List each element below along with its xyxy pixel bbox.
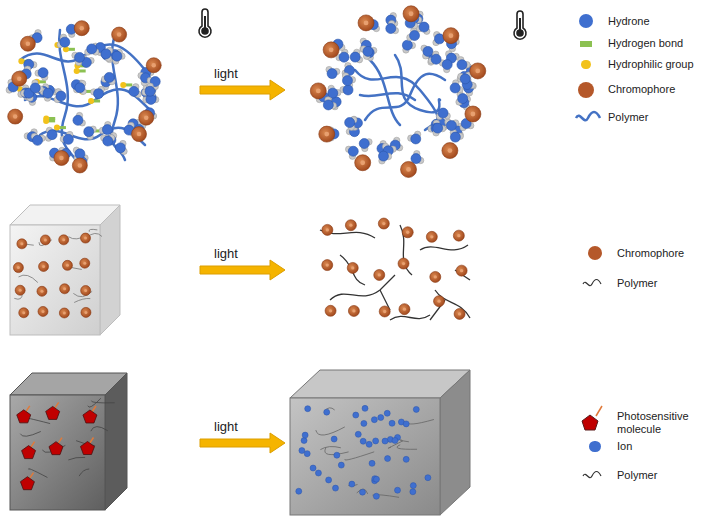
legend-text: Polymer [608,111,648,124]
legend-item: Polymer [583,468,657,484]
gel-cube [10,373,127,510]
polymer-chains [20,30,445,165]
legend-swatch [578,82,594,98]
light-arrow [200,260,285,280]
legend-item: Photosensitive molecule [583,410,702,436]
legend-swatch [580,41,592,47]
thermometer-icon [199,9,211,37]
legend-item: Hydrogen bond [574,37,683,50]
legend-text: Hydrogen bond [608,37,683,50]
network [13,229,102,318]
legend-item: Ion [583,440,632,453]
gel-cube [290,370,470,515]
legend-item: Polymer [583,276,657,292]
legend-text: Chromophore [608,83,675,96]
legend-text: Photosensitive molecule [617,410,702,436]
thermometer-icon [514,11,526,39]
legend-item: Polymer [574,110,648,126]
light-label: light [214,66,238,81]
legend-text: Ion [617,440,632,453]
legend-text: Chromophore [617,247,684,260]
legend-swatch [581,60,591,70]
gel-cube [10,205,120,335]
legend-swatch [588,246,602,260]
legend-item: Chromophore [583,246,684,260]
chromophores [322,218,467,319]
polymer-fragments [320,225,470,320]
molecules [6,6,486,178]
light-arrow [200,433,285,453]
legend-swatch [589,441,600,452]
legend-text: Hydrophilic group [608,58,694,71]
legend-item: Hydrone [574,14,650,28]
legend-item: Hydrophilic group [574,58,694,71]
legend-swatch [583,276,607,292]
legend-item: Chromophore [574,82,675,98]
legend-samples [576,112,602,478]
network [17,398,115,489]
legend-swatch [579,14,593,28]
legend-text: Hydrone [608,15,650,28]
light-label: light [214,419,238,434]
legend-text: Polymer [617,277,657,290]
ions [296,405,434,499]
light-arrow [200,80,285,100]
legend-swatch [583,415,607,431]
legend-swatch [574,110,598,126]
legend-swatch [583,468,607,484]
light-label: light [214,246,238,261]
legend-text: Polymer [617,469,657,482]
